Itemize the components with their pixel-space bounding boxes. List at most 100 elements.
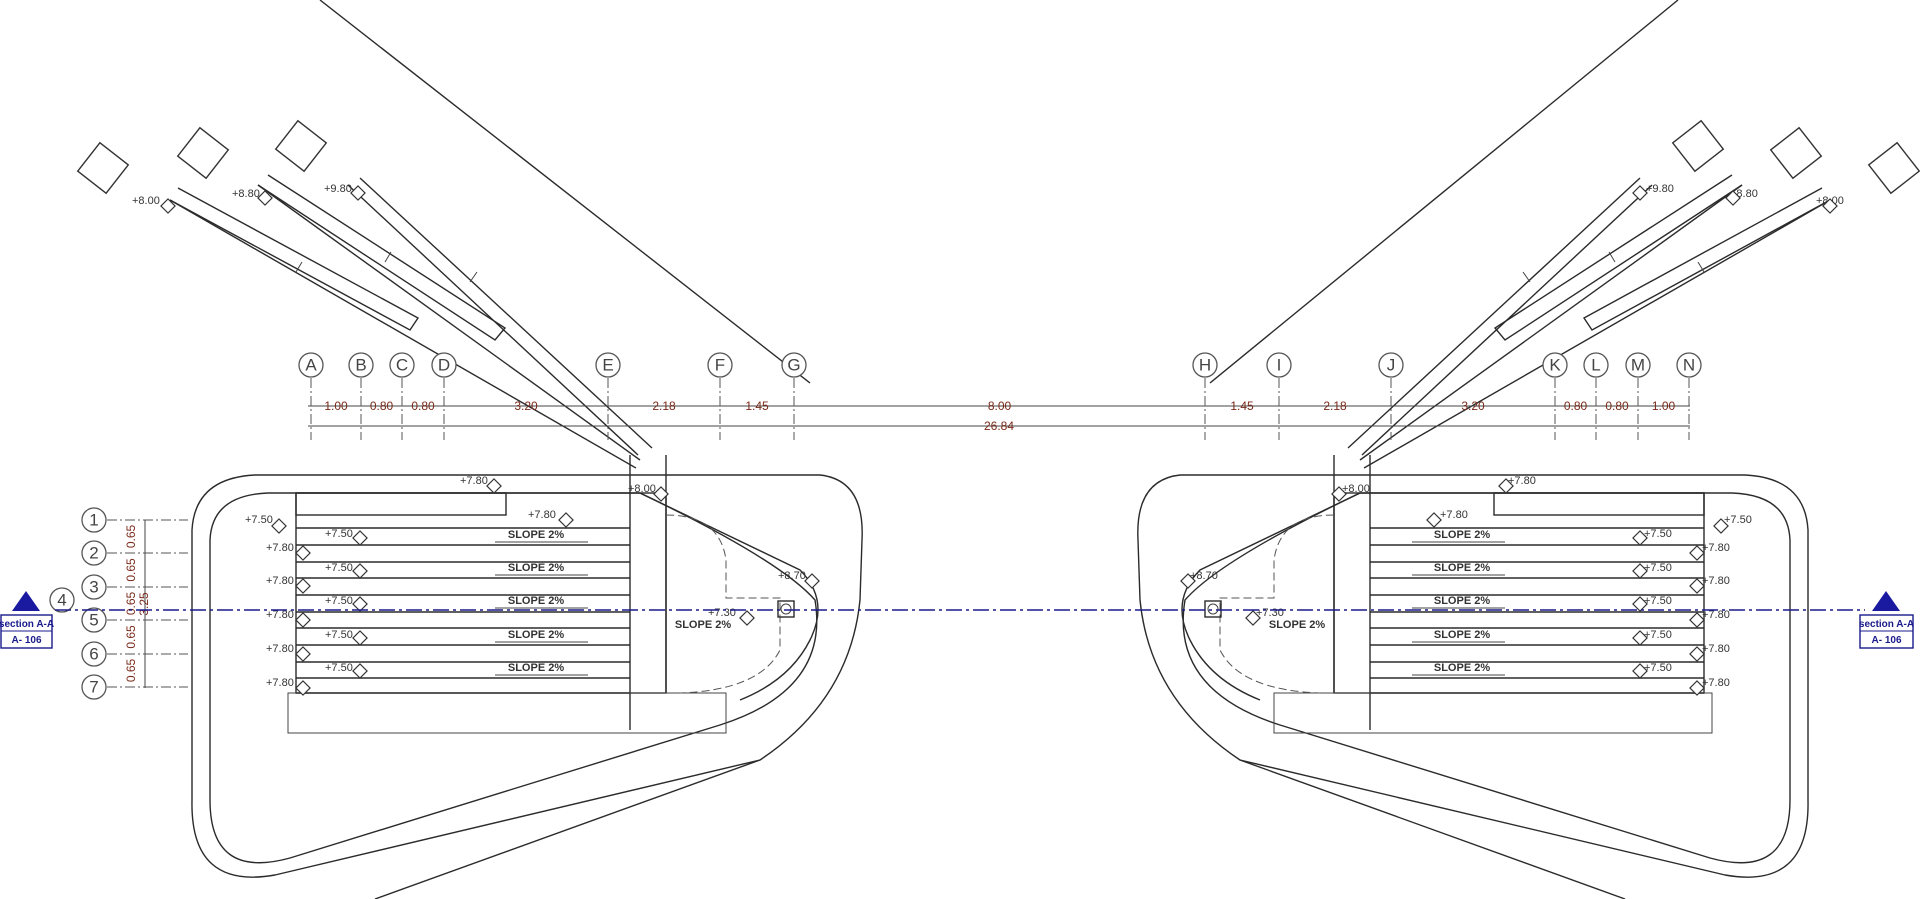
level-marker-icon — [295, 545, 311, 561]
level-tag: +7.80 — [1702, 677, 1730, 689]
slope-label: SLOPE 2% — [1434, 595, 1490, 607]
level-marker-icon — [1331, 486, 1347, 502]
grid-column-bubble — [1625, 352, 1651, 378]
level-marker-icon — [486, 478, 502, 494]
section-sheet: A- 106 — [1871, 635, 1901, 646]
column-dimension-text: 1.45 — [1230, 399, 1254, 413]
level-marker-icon — [1689, 578, 1705, 594]
level-tag: +8.00 — [1342, 483, 1370, 495]
grid-row-label: 1 — [89, 511, 98, 530]
grid-column-bubble — [389, 352, 415, 378]
level-marker-icon — [1689, 612, 1705, 628]
slope-label: SLOPE 2% — [508, 662, 564, 674]
square-pads — [76, 119, 1920, 195]
level-tag: +8.00 — [132, 195, 160, 207]
level-marker-icon — [352, 563, 368, 579]
level-tag: +9.80 — [324, 183, 352, 195]
level-tag: +7.50 — [325, 562, 353, 574]
grid-column-bubble — [1542, 352, 1568, 378]
level-marker-icon — [1632, 596, 1648, 612]
grid-column-bubble — [1676, 352, 1702, 378]
column-dimension-text: 3.20 — [514, 399, 538, 413]
grid-column-label: N — [1683, 356, 1695, 375]
level-marker-icon — [1632, 530, 1648, 546]
level-marker-icon — [1632, 185, 1648, 201]
column-dimension-text: 0.80 — [411, 399, 435, 413]
slope-label: SLOPE 2% — [1434, 662, 1490, 674]
grid-row-label: 2 — [89, 544, 98, 563]
slope-label: SLOPE 2% — [1269, 619, 1325, 631]
level-marker-icon — [295, 612, 311, 628]
grid-column-bubble — [595, 352, 621, 378]
slope-label: SLOPE 2% — [508, 529, 564, 541]
level-marker-icon — [295, 680, 311, 696]
level-tag: +9.80 — [1646, 183, 1674, 195]
section-arrow-icon — [12, 591, 40, 611]
level-tag: +7.50 — [1644, 629, 1672, 641]
level-marker-icon — [160, 198, 176, 214]
level-tag: +7.50 — [1724, 514, 1752, 526]
grid-column-bubble — [298, 352, 324, 378]
site-diagonal-lines — [319, 0, 1679, 899]
level-tag: +7.50 — [1644, 562, 1672, 574]
row-total-dimension: 3.25 — [137, 592, 151, 616]
column-dimension-text: 1.45 — [745, 399, 769, 413]
column-dimension-text: 1.00 — [324, 399, 348, 413]
level-tag: +7.80 — [1702, 542, 1730, 554]
level-marker-icon — [1632, 563, 1648, 579]
grid-row-label: 5 — [89, 611, 98, 630]
level-tag: +7.80 — [528, 509, 556, 521]
grid-row-bubble — [81, 507, 107, 533]
level-marker-icon — [352, 530, 368, 546]
row-dimension-text: 0.65 — [124, 524, 138, 548]
grid-column-label: D — [438, 356, 450, 375]
level-marker-icon — [1632, 630, 1648, 646]
slope-label: SLOPE 2% — [1434, 562, 1490, 574]
level-marker-icon — [739, 610, 755, 626]
level-tag: +7.80 — [266, 677, 294, 689]
row-dimension-text: 0.65 — [124, 625, 138, 649]
row-dimension-text: 0.65 — [124, 558, 138, 582]
section-marker-left[interactable]: section A-A A- 106 — [0, 591, 54, 649]
grid-column-label: G — [787, 356, 800, 375]
section-marker-right[interactable]: section A-A A- 106 — [1859, 591, 1914, 649]
right-ramps — [1347, 174, 1831, 469]
grid-row-label: 3 — [89, 578, 98, 597]
level-marker-icon — [257, 190, 273, 206]
overall-dimension: 26.84 — [984, 419, 1014, 433]
left-ramps — [169, 174, 653, 469]
level-tag: +7.80 — [1508, 475, 1536, 487]
grid-column-label: J — [1387, 356, 1396, 375]
level-tag: +7.80 — [266, 542, 294, 554]
grid-column-label: E — [602, 356, 613, 375]
slope-label: SLOPE 2% — [508, 562, 564, 574]
level-marker-icon — [1725, 190, 1741, 206]
level-marker-icon — [1632, 663, 1648, 679]
grid-row-bubble — [81, 641, 107, 667]
slope-label: SLOPE 2% — [508, 629, 564, 641]
grid-column-bubble — [1266, 352, 1292, 378]
level-tag: +8.70 — [778, 570, 806, 582]
slope-label: SLOPE 2% — [508, 595, 564, 607]
level-marker-icon — [653, 486, 669, 502]
row-dimension-text: 0.65 — [124, 591, 138, 615]
level-marker-icon — [350, 185, 366, 201]
level-marker-icon — [352, 596, 368, 612]
level-tag: +7.50 — [245, 514, 273, 526]
grid-column-label: B — [355, 356, 366, 375]
grid-column-bubble — [1583, 352, 1609, 378]
column-dimension-text: 3.20 — [1461, 399, 1485, 413]
level-tag: +7.30 — [708, 607, 736, 619]
level-tag: +7.50 — [325, 528, 353, 540]
slope-label: SLOPE 2% — [1434, 629, 1490, 641]
grid-column-label: H — [1199, 356, 1211, 375]
level-tag: +8.70 — [1190, 570, 1218, 582]
grid-row-bubble — [81, 574, 107, 600]
row-dimension-texts: 0.650.650.650.650.65 — [124, 524, 138, 682]
grid-column-label: I — [1277, 356, 1282, 375]
level-tag: +7.30 — [1256, 607, 1284, 619]
left-seating-block — [287, 455, 781, 734]
grid-column-label: K — [1549, 356, 1561, 375]
